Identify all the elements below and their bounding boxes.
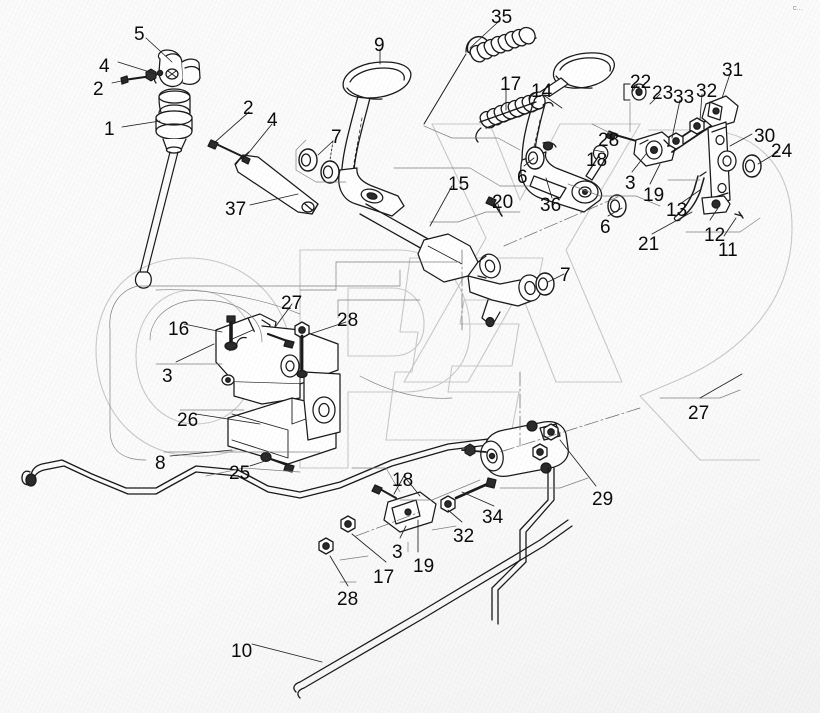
- callout-number-13: 13: [666, 200, 688, 221]
- callout-number-21: 21: [638, 234, 660, 255]
- callout-number-2: 2: [243, 98, 254, 119]
- callout-number-5: 5: [134, 24, 145, 45]
- callout-number-14: 14: [531, 81, 553, 102]
- callout-number-8: 8: [155, 453, 166, 474]
- part-18-yoke-assembly: [585, 130, 677, 181]
- callout-number-2: 2: [93, 79, 104, 100]
- part-1-master-cylinder: [134, 88, 193, 289]
- part-8-hydraulic-tube: [21, 435, 549, 499]
- callout-number-34: 34: [482, 507, 504, 528]
- callout-number-28: 28: [337, 589, 359, 610]
- callout-number-35: 35: [491, 7, 513, 28]
- callout-number-4: 4: [267, 110, 278, 131]
- callout-number-6: 6: [517, 167, 528, 188]
- callout-number-3: 3: [625, 173, 636, 194]
- callout-number-26: 26: [177, 410, 199, 431]
- callout-number-33: 33: [673, 87, 695, 108]
- part-5-clevis: [120, 49, 201, 88]
- callout-number-31: 31: [722, 60, 744, 81]
- callout-number-11: 11: [718, 240, 738, 261]
- callout-number-23: 23: [652, 83, 674, 104]
- callout-number-3: 3: [392, 542, 403, 563]
- callout-number-25: 25: [229, 463, 251, 484]
- callout-number-1: 1: [104, 119, 115, 140]
- part-10-lower-tube: [293, 519, 573, 699]
- callout-number-9: 9: [374, 35, 385, 56]
- callout-number-6: 6: [600, 217, 611, 238]
- callout-number-30: 30: [754, 126, 776, 147]
- callout-number-27: 27: [688, 403, 710, 424]
- callout-number-10: 10: [231, 641, 253, 662]
- callout-number-3: 3: [162, 366, 173, 387]
- callout-number-32: 32: [453, 526, 475, 547]
- callout-number-27: 27: [281, 293, 303, 314]
- callout-number-12: 12: [704, 225, 726, 246]
- callout-number-29: 29: [592, 489, 614, 510]
- part-9-pedal-left: [338, 61, 412, 217]
- part-30-plate: [707, 121, 762, 207]
- callout-number-18: 18: [586, 150, 608, 171]
- part-18b-bottom-yoke: [318, 477, 497, 555]
- part-29-slave-cylinder: [461, 420, 569, 478]
- callout-number-32: 32: [696, 81, 718, 102]
- callout-number-7: 7: [560, 265, 571, 286]
- part-15-cross-shaft: [359, 196, 555, 328]
- part-33-push-rod: [623, 83, 739, 153]
- callout-number-24: 24: [771, 141, 793, 162]
- callout-number-18: 18: [392, 470, 414, 491]
- callout-number-16: 16: [168, 319, 190, 340]
- part-26-mount-bracket: [215, 313, 341, 473]
- tube-link-29-10: [491, 467, 555, 625]
- callout-number-19: 19: [643, 185, 665, 206]
- callout-number-17: 17: [500, 74, 522, 95]
- part-35-spring: [423, 26, 537, 125]
- callout-number-17: 17: [373, 567, 395, 588]
- callout-number-28: 28: [598, 130, 620, 151]
- callout-number-19: 19: [413, 556, 435, 577]
- part-37-link-rod: [207, 139, 319, 215]
- callout-number-28: 28: [337, 310, 359, 331]
- callout-number-20: 20: [492, 192, 514, 213]
- callout-number-7: 7: [331, 127, 342, 148]
- callout-number-4: 4: [99, 56, 110, 77]
- callout-number-22: 22: [630, 72, 652, 93]
- callout-number-15: 15: [448, 174, 470, 195]
- callout-number-36: 36: [540, 195, 562, 216]
- corner-scan-artifact: C...: [793, 6, 803, 12]
- callout-number-37: 37: [225, 199, 247, 220]
- part-13-lower-rod: [673, 171, 744, 222]
